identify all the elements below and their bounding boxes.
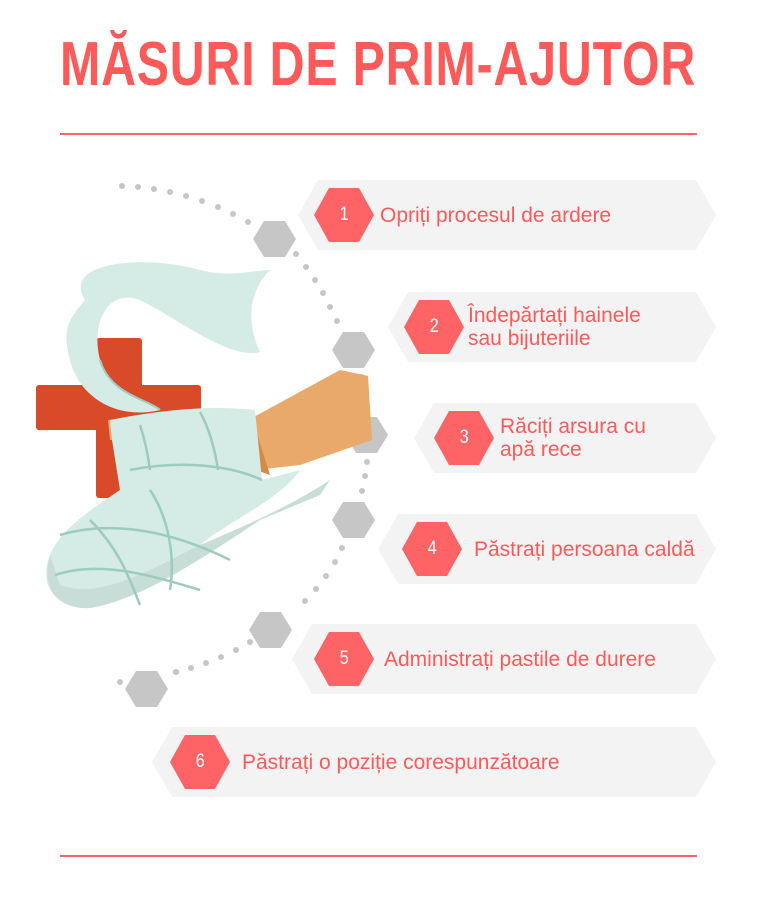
step-number-badge: 2 [404,300,464,354]
step-label: Îndepărtați hainele sau bijuteriile [468,304,641,350]
step-3: 3 Răciți arsura cu apă rece [414,403,716,473]
step-2: 2 Îndepărtați hainele sau bijuteriile [388,292,716,362]
step-5: 5 Administrați pastile de durere [292,624,716,694]
bottom-divider [60,855,697,857]
step-label: Răciți arsura cu apă rece [500,415,646,461]
step-banner [152,727,716,797]
step-4: 4 Păstrați persoana caldă [378,514,716,584]
step-label: Opriți procesul de ardere [380,203,612,227]
bandaged-hand-with-medical-cross-icon [36,183,388,707]
step-label: Păstrați o poziție corespunzătoare [242,750,560,774]
step-6: 6 Păstrați o poziție corespunzătoare [152,727,716,797]
step-label: Administrați pastile de durere [384,647,656,671]
step-number-badge: 4 [402,522,462,576]
page-title: MĂSURI DE PRIM-AJUTOR [60,30,697,99]
step-1: 1 Opriți procesul de ardere [298,180,716,250]
step-number-badge: 6 [170,735,230,789]
step-label: Păstrați persoana caldă [474,537,695,561]
step-number-badge: 5 [314,632,374,686]
top-divider [60,133,697,135]
step-number-badge: 3 [434,411,494,465]
step-number-badge: 1 [314,188,374,242]
